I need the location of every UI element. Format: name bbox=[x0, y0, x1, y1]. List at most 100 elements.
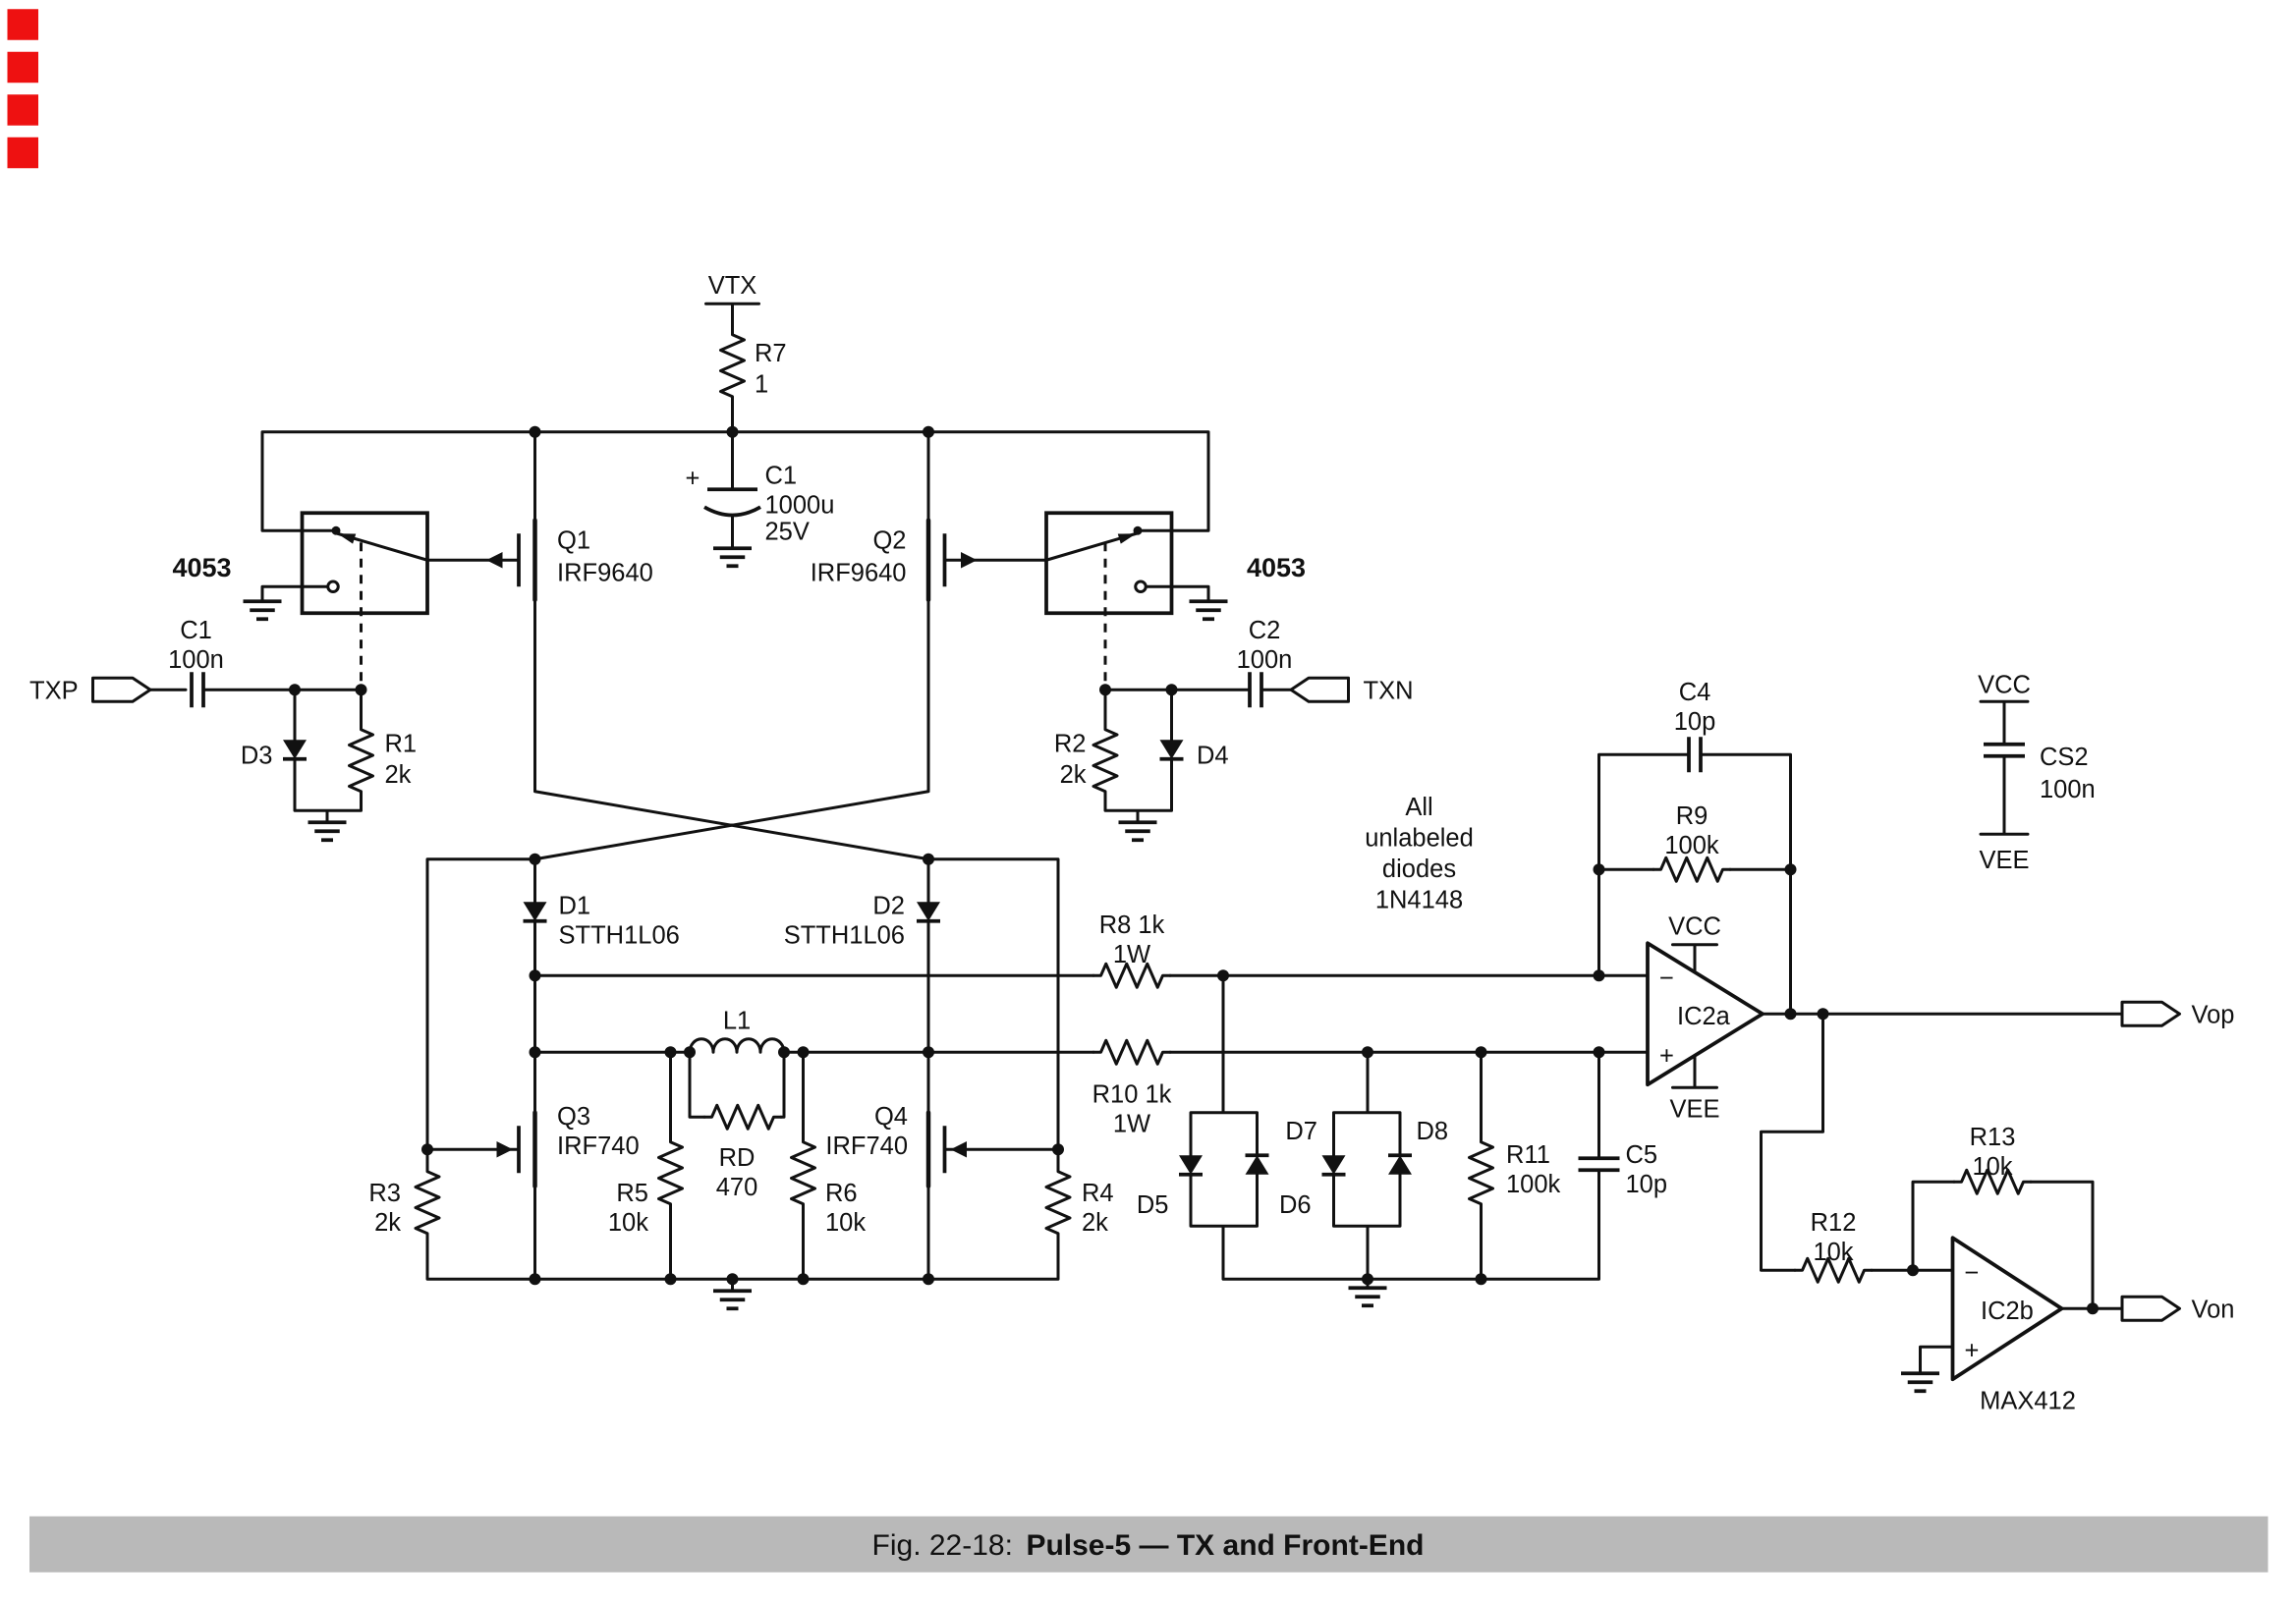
r1-ref: R1 bbox=[385, 730, 418, 757]
mux-box bbox=[300, 511, 429, 616]
resistor-r12: R12 10k bbox=[1793, 1209, 1874, 1284]
rd-value: 470 bbox=[716, 1174, 758, 1201]
r3-value: 2k bbox=[374, 1209, 401, 1237]
cs2-ref: CS2 bbox=[2040, 744, 2089, 771]
resistor-symbol bbox=[1092, 720, 1119, 801]
diode-d7: D7 bbox=[1285, 1118, 1346, 1177]
diode-symbol bbox=[1321, 1155, 1346, 1175]
capacitor-c1: C1 100n bbox=[168, 617, 224, 708]
ic2a-vcc-label: VCC bbox=[1668, 912, 1721, 940]
ground-icon bbox=[711, 1289, 754, 1311]
open-contact-icon bbox=[1134, 580, 1148, 593]
r5-ref: R5 bbox=[616, 1180, 648, 1207]
c4-value: 10p bbox=[1674, 708, 1716, 736]
wires bbox=[148, 302, 2124, 1375]
c5-ref: C5 bbox=[1626, 1141, 1658, 1169]
r7-value: 1 bbox=[755, 370, 768, 398]
switch-arrow-icon bbox=[337, 533, 357, 544]
ground-icon bbox=[1899, 1371, 1941, 1394]
r11-value: 100k bbox=[1506, 1171, 1561, 1198]
c5-value: 10p bbox=[1626, 1171, 1668, 1198]
red-marker bbox=[7, 137, 38, 169]
resistor-symbol bbox=[1092, 1038, 1172, 1066]
q1-part: IRF9640 bbox=[557, 559, 653, 586]
d2-part: STTH1L06 bbox=[784, 921, 905, 949]
cs2-value: 100n bbox=[2040, 776, 2096, 803]
q3-ref: Q3 bbox=[557, 1103, 590, 1131]
txp-label: TXP bbox=[29, 677, 79, 704]
c1-bulk-voltage: 25V bbox=[765, 518, 810, 545]
r6-value: 10k bbox=[825, 1209, 866, 1237]
mux-box bbox=[1044, 511, 1174, 616]
resistor-symbol bbox=[657, 1132, 684, 1213]
resistor-r5: R5 10k bbox=[608, 1132, 684, 1237]
capacitor-c5: C5 10p bbox=[1578, 1141, 1668, 1198]
d5-ref: D5 bbox=[1137, 1191, 1169, 1219]
q1-ref: Q1 bbox=[557, 526, 590, 554]
note-unlabeled-diodes: All unlabeled diodes 1N4148 bbox=[1365, 794, 1474, 914]
mux-left-4053: 4053 bbox=[172, 511, 429, 688]
ic2b-part: MAX412 bbox=[1980, 1387, 2076, 1414]
note-line: All bbox=[1405, 794, 1432, 821]
red-marker bbox=[7, 94, 38, 126]
resistor-r8: R8 1k 1W bbox=[1092, 911, 1172, 989]
ic2b-name: IC2b bbox=[1981, 1298, 2034, 1325]
resistor-symbol bbox=[1044, 1162, 1072, 1243]
resistor-symbol bbox=[414, 1162, 441, 1243]
d3-ref: D3 bbox=[241, 742, 273, 769]
capacitor-c1-bulk: + C1 1000u 25V bbox=[686, 462, 835, 545]
diode-symbol bbox=[283, 740, 307, 759]
resistor-symbol bbox=[719, 325, 746, 406]
mosfet-arrow-icon bbox=[496, 1141, 513, 1158]
red-marker bbox=[7, 9, 38, 40]
port-txn: TXN bbox=[1289, 676, 1414, 704]
supply-decoupling: VCC CS2 100n VEE bbox=[1978, 671, 2096, 874]
caption-title: Pulse-5 — TX and Front-End bbox=[1026, 1529, 1424, 1562]
txn-label: TXN bbox=[1364, 677, 1414, 704]
ic2b-plus: + bbox=[1965, 1337, 1980, 1364]
port-flag-icon bbox=[2120, 1295, 2181, 1322]
d4-ref: D4 bbox=[1197, 742, 1229, 769]
resistor-r10: R10 1k 1W bbox=[1092, 1038, 1172, 1137]
d1-part: STTH1L06 bbox=[559, 921, 680, 949]
diode-symbol bbox=[917, 902, 940, 921]
ground-icon bbox=[1116, 820, 1159, 843]
von-label: Von bbox=[2192, 1296, 2235, 1323]
c4-ref: C4 bbox=[1679, 679, 1711, 706]
resistor-r9: R9 100k bbox=[1652, 802, 1732, 883]
c2-value: 100n bbox=[1237, 646, 1293, 674]
supply-vtx: VTX bbox=[708, 272, 757, 300]
vee-rail-label: VEE bbox=[1979, 847, 2029, 874]
diode-symbol bbox=[1179, 1155, 1203, 1175]
diode-d2: D2 STTH1L06 bbox=[784, 892, 940, 949]
r5-value: 10k bbox=[608, 1209, 648, 1237]
q2-part: IRF9640 bbox=[811, 559, 907, 586]
ic2a-plus: + bbox=[1659, 1042, 1674, 1070]
diode-symbol bbox=[1388, 1155, 1412, 1175]
ic2a-minus: − bbox=[1659, 965, 1674, 992]
r3-ref: R3 bbox=[368, 1180, 401, 1207]
polarity-plus: + bbox=[686, 465, 700, 492]
diode-d8: D8 bbox=[1388, 1118, 1448, 1175]
transistor-q4: Q4 IRF740 bbox=[825, 1103, 967, 1188]
c1-value: 100n bbox=[168, 646, 224, 674]
note-line: 1N4148 bbox=[1375, 886, 1463, 913]
red-markers bbox=[7, 9, 38, 169]
resistor-symbol bbox=[790, 1132, 816, 1213]
resistor-symbol bbox=[1652, 856, 1732, 883]
r13-ref: R13 bbox=[1970, 1124, 2016, 1151]
ic2b-minus: − bbox=[1965, 1259, 1980, 1287]
resistor-r11: R11 100k bbox=[1468, 1132, 1561, 1213]
opamp-triangle bbox=[1950, 1236, 2064, 1382]
r4-value: 2k bbox=[1082, 1209, 1108, 1237]
resistor-r4: R4 2k bbox=[1044, 1162, 1114, 1243]
q4-ref: Q4 bbox=[874, 1103, 908, 1131]
diode-symbol bbox=[1245, 1155, 1269, 1175]
mux-right-4053: 4053 bbox=[1044, 511, 1306, 688]
r11-ref: R11 bbox=[1506, 1141, 1550, 1169]
note-line: diodes bbox=[1382, 856, 1456, 883]
inductor-symbol bbox=[688, 1037, 786, 1054]
diode-d6: D6 bbox=[1245, 1153, 1312, 1219]
q3-part: IRF740 bbox=[557, 1132, 640, 1160]
